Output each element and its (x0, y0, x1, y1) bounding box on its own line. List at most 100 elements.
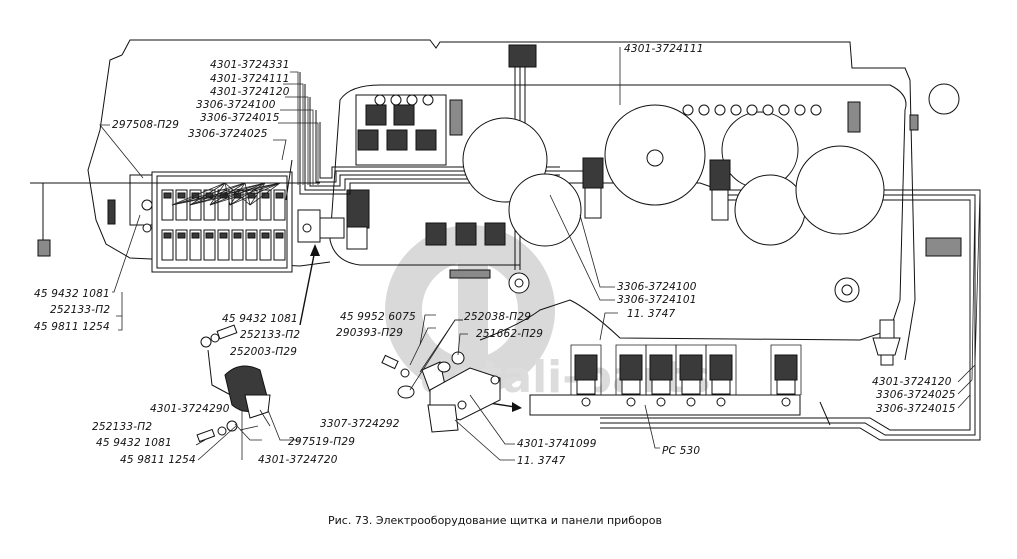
fuse-terminal (247, 232, 256, 239)
relay-base (576, 379, 596, 395)
relay-bolt (581, 397, 591, 407)
part-labels: 4301-3724331 4301-3724111 4301-3724120 3… (34, 43, 956, 467)
fuse-block (30, 171, 370, 273)
label-coil-fastener-bottom: 45 9811 1254 (120, 454, 196, 466)
fuse-wire (209, 182, 281, 206)
fuse-wire (209, 182, 266, 206)
indicator-lamp (794, 104, 806, 116)
fuse (175, 229, 188, 261)
coil-assembly (196, 324, 271, 443)
fuse (231, 189, 244, 221)
relay-bolt (686, 397, 696, 407)
fuse-wire (171, 182, 266, 206)
figure-caption: Рис. 73. Электрооборудование щитка и пан… (328, 514, 662, 527)
relay-base (651, 379, 671, 395)
fuse-terminal (191, 232, 200, 239)
fuse (217, 229, 230, 261)
label-left-bracket: 297508-П29 (112, 119, 179, 131)
relay (774, 354, 798, 381)
label-center-harness: 3306-3724100 (617, 281, 697, 293)
fuse-terminal (275, 232, 284, 239)
indicator-lamp (810, 104, 822, 116)
label-coil-fastener: 252003-П29 (230, 346, 297, 358)
label-left-fastener: 252133-П2 (50, 304, 110, 316)
fuse-terminal (163, 232, 172, 239)
relay-bolt (626, 397, 636, 407)
fuse-terminal (275, 192, 284, 199)
label-relay-part: 4301-3741099 (517, 438, 597, 450)
fuse (259, 189, 272, 221)
label-relay-block: PC 530 (662, 445, 700, 457)
label-top-harness: 4301-3724331 (210, 59, 290, 71)
indicator-lamp (778, 104, 790, 116)
relay (574, 354, 598, 381)
fuse-terminal (233, 232, 242, 239)
indicator-lamp (406, 94, 418, 106)
fuse (203, 189, 216, 221)
label-coil-fastener: 45 9432 1081 (222, 313, 298, 325)
fuse (203, 229, 216, 261)
label-coil-part: 297519-П29 (288, 436, 355, 448)
label-relay-washer: 251662-П29 (476, 328, 543, 340)
leader-lines (99, 47, 981, 461)
relay-bolt (656, 397, 666, 407)
indicator-lamp (390, 94, 402, 106)
relay-wire (770, 344, 802, 395)
label-coil-part: 4301-3724290 (150, 403, 230, 415)
label-top-harness: 4301-3724111 (210, 73, 290, 85)
fuse-terminal (177, 232, 186, 239)
fuse (231, 229, 244, 261)
relay-base (776, 379, 796, 395)
label-top-harness: 4301-3724120 (210, 86, 290, 98)
indicator-lamp (422, 94, 434, 106)
label-top-harness: 3306-3724025 (188, 128, 268, 140)
indicator-lamp (762, 104, 774, 116)
relay-base (711, 379, 731, 395)
label-right-harness: 3306-3724025 (876, 389, 956, 401)
relay-wire (705, 344, 737, 395)
fuse-terminal (261, 192, 270, 199)
label-center-harness: 3306-3724101 (617, 294, 697, 306)
indicator-lamp (746, 104, 758, 116)
indicator-lamp (730, 104, 742, 116)
fuse-wire (171, 182, 246, 206)
label-coil-part: 4301-3724720 (258, 454, 338, 466)
label-coil-fastener: 252133-П2 (240, 329, 300, 341)
label-center-harness: 11. 3747 (627, 308, 675, 320)
fuse (273, 189, 286, 221)
indicator-lamp (698, 104, 710, 116)
relay-base (621, 379, 641, 395)
label-top-harness: 3306-3724100 (196, 99, 276, 111)
relay-base (681, 379, 701, 395)
label-right-harness: 3306-3724015 (876, 403, 956, 415)
label-top-right-harness: 4301-3724111 (624, 43, 704, 55)
fuse-wire (249, 182, 281, 206)
fuse-terminal (163, 192, 172, 199)
relay (709, 354, 733, 381)
fuse (189, 229, 202, 261)
relay (679, 354, 703, 381)
relay-bolt (781, 397, 791, 407)
fuse (259, 229, 272, 261)
fuse (273, 229, 286, 261)
relay-strip (529, 344, 831, 426)
label-relay-washer: 252038-П29 (464, 311, 531, 323)
fuse-terminal (261, 232, 270, 239)
fuse-terminal (219, 232, 228, 239)
label-top-harness: 3306-3724015 (200, 112, 280, 124)
relay-wire (570, 344, 602, 395)
fuse (245, 229, 258, 261)
relay (649, 354, 673, 381)
label-coil-fastener-bottom: 45 9432 1081 (96, 437, 172, 449)
label-coil-fastener-bottom: 252133-П2 (92, 421, 152, 433)
label-coil-part: 3307-3724292 (320, 418, 400, 430)
fuse-wire (229, 182, 266, 206)
fuse-wire (171, 182, 226, 206)
label-left-fastener: 45 9811 1254 (34, 321, 110, 333)
fuse-terminal (205, 232, 214, 239)
indicator-lamp (374, 94, 386, 106)
label-relay-part: 11. 3747 (517, 455, 565, 467)
label-right-harness: 4301-3724120 (872, 376, 952, 388)
relay-bolt (716, 397, 726, 407)
